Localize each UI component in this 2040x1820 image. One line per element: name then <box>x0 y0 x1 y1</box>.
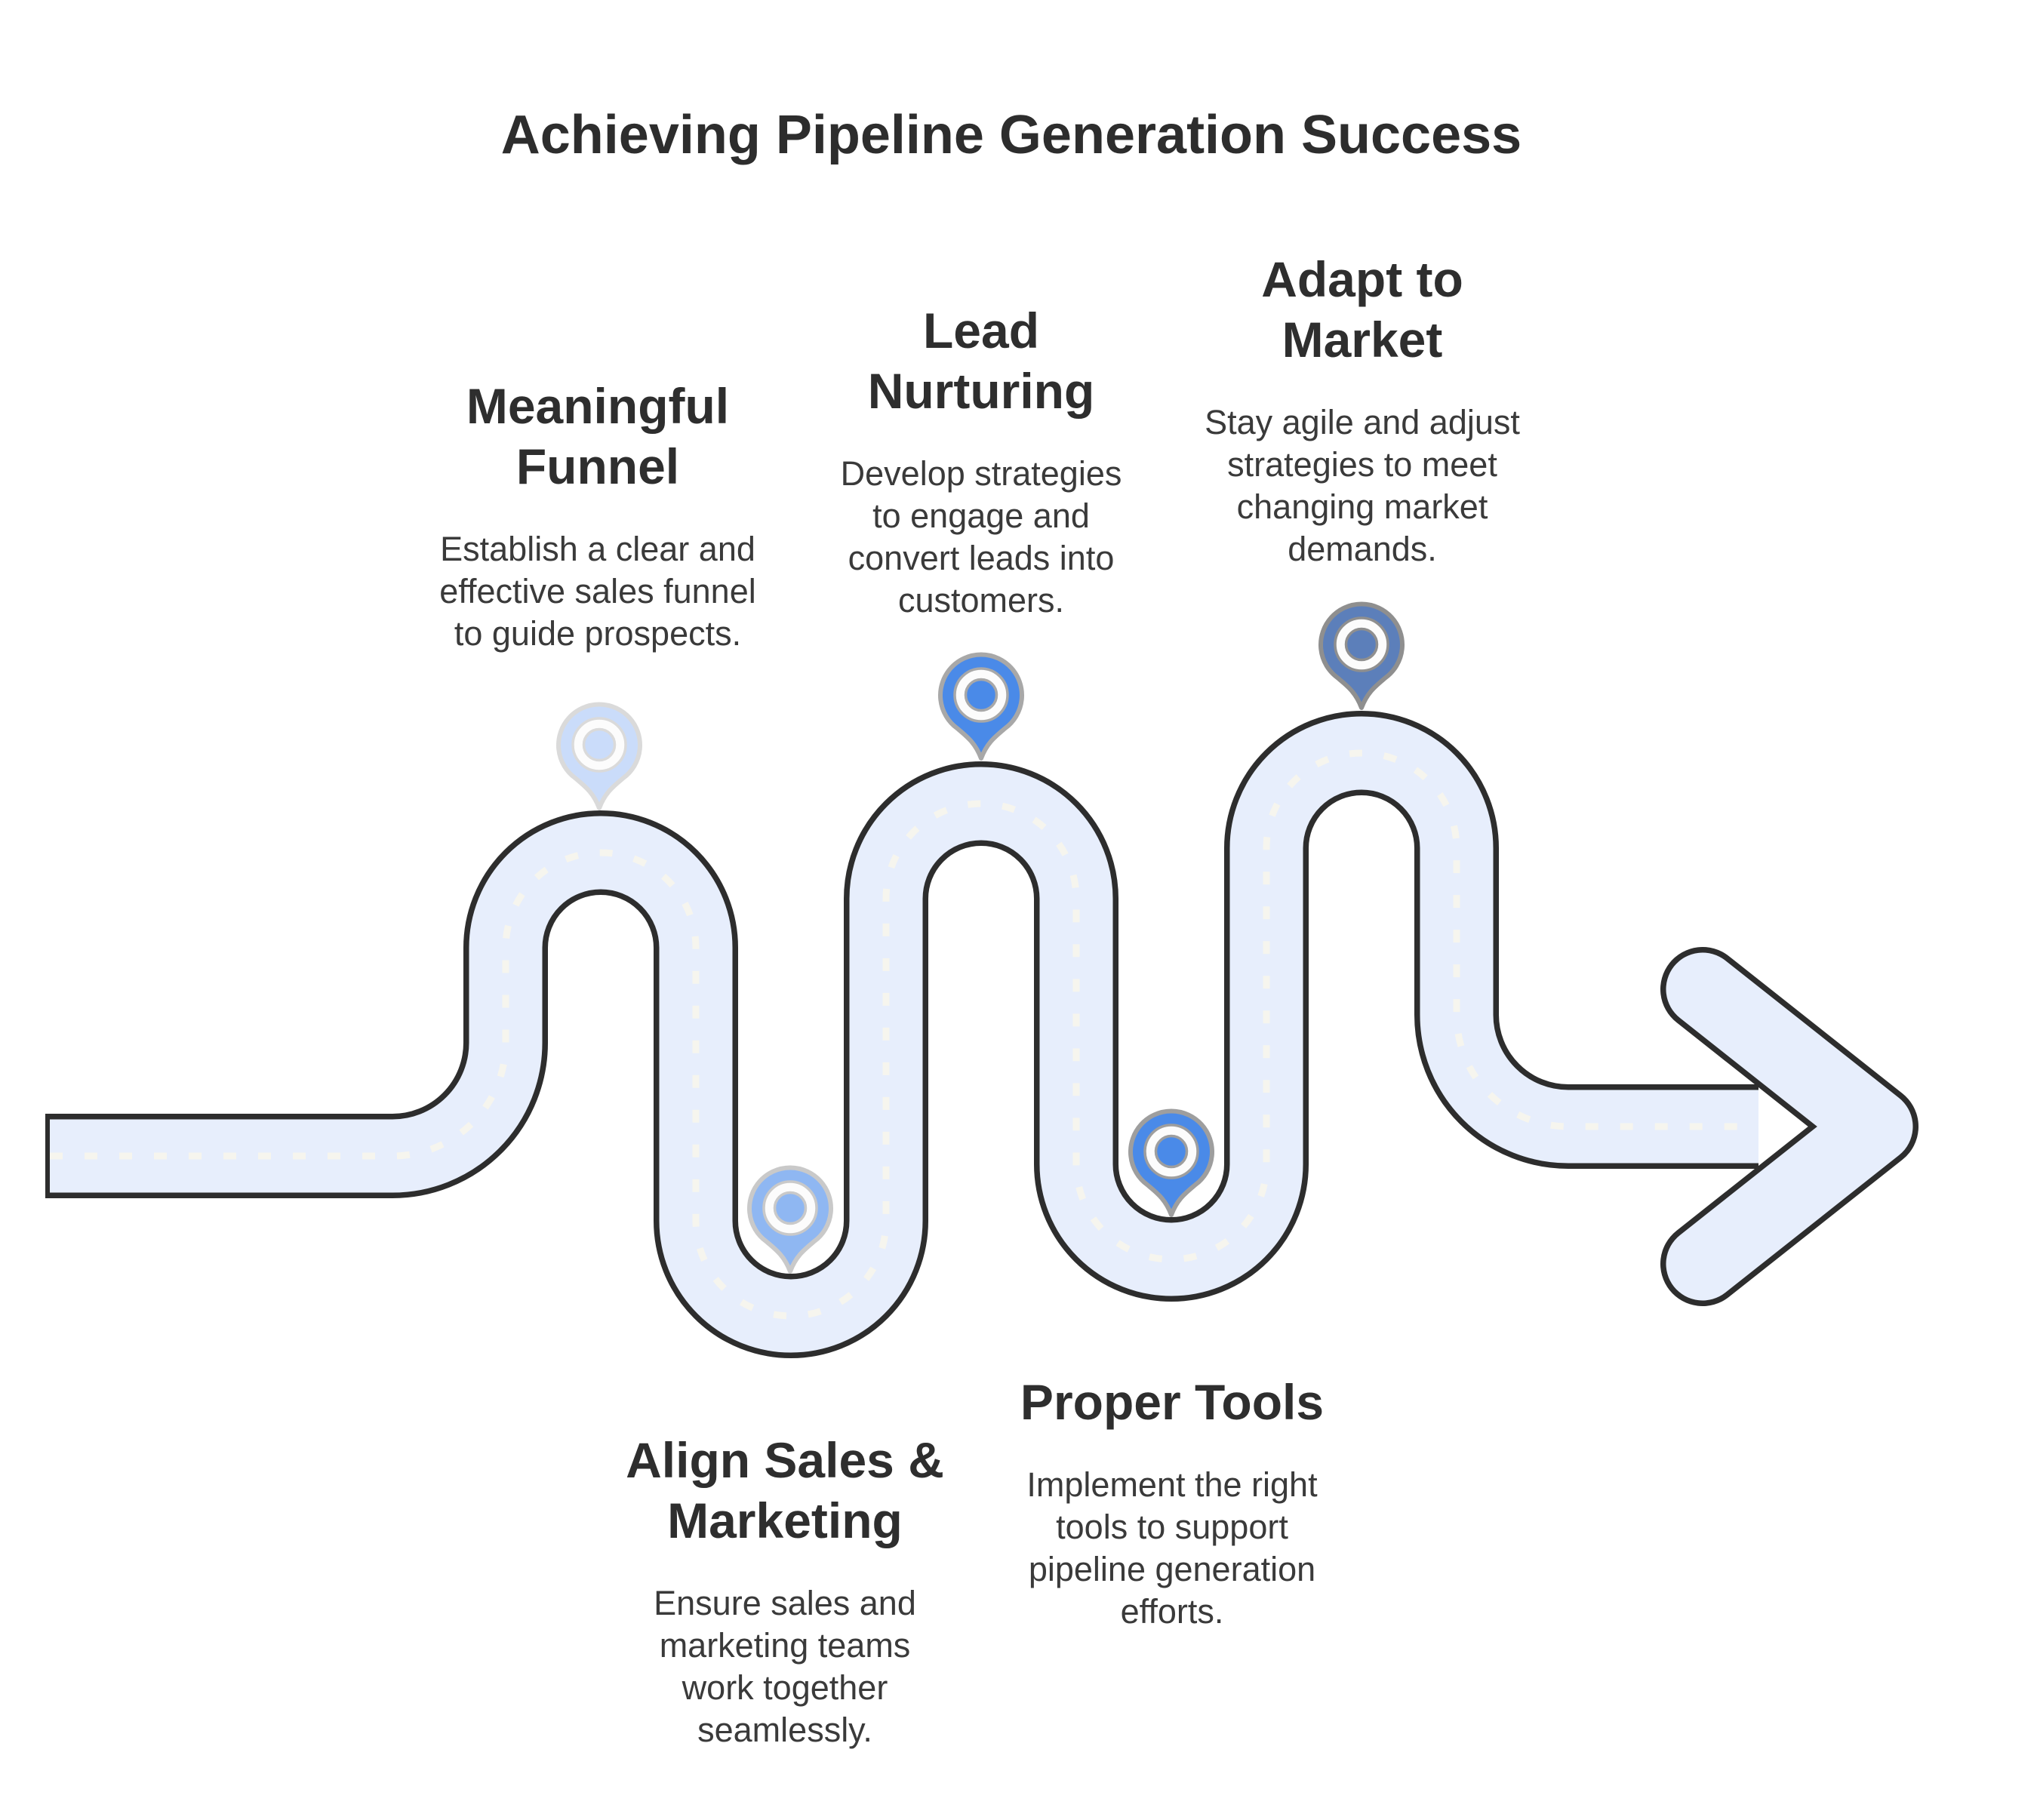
step-proper-tools: Proper Tools Implement the right tools t… <box>961 1372 1383 1633</box>
map-pin-icon <box>556 702 642 810</box>
step-heading: Lead Nurturing <box>867 303 1095 419</box>
step-description: Ensure sales and marketing teams work to… <box>654 1584 916 1749</box>
road-center-dashes <box>50 749 1758 1320</box>
step-heading: Adapt to Market <box>1261 251 1463 367</box>
pin-dot <box>1344 627 1379 662</box>
map-pin-icon <box>747 1165 833 1274</box>
arrowhead-fill <box>1666 952 1913 1301</box>
step-heading: Meaningful Funnel <box>466 378 730 494</box>
step-description: Develop strategies to engage and convert… <box>840 454 1122 619</box>
step-heading: Align Sales & Marketing <box>626 1432 944 1548</box>
pin-dot <box>582 727 617 762</box>
pin-dot <box>1154 1134 1189 1169</box>
step-heading: Proper Tools <box>1020 1374 1325 1430</box>
step-align-sales-marketing: Align Sales & Marketing Ensure sales and… <box>574 1430 996 1751</box>
step-meaningful-funnel: Meaningful Funnel Establish a clear and … <box>386 376 809 655</box>
step-lead-nurturing: Lead Nurturing Develop strategies to eng… <box>770 300 1192 622</box>
road-fill-path <box>50 716 1758 1353</box>
map-pin-icon <box>1318 601 1405 710</box>
step-description: Establish a clear and effective sales fu… <box>439 530 756 653</box>
map-pin-icon <box>1128 1108 1214 1217</box>
pin-dot <box>773 1191 808 1225</box>
step-description: Stay agile and adjust strategies to meet… <box>1205 403 1520 568</box>
map-pin-icon <box>938 652 1024 761</box>
step-description: Implement the right tools to support pip… <box>1026 1465 1318 1631</box>
diagram-title: Achieving Pipeline Generation Success <box>500 105 1522 165</box>
step-adapt-to-market: Adapt to Market Stay agile and adjust st… <box>1151 249 1574 570</box>
pin-dot <box>964 678 998 712</box>
